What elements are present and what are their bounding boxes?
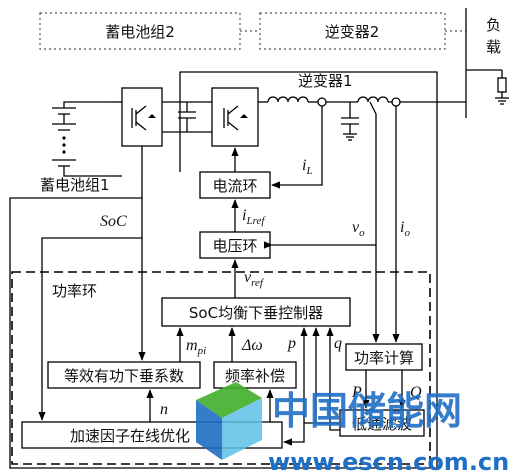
voltage-loop-block xyxy=(199,231,271,259)
lowpass-label: 低通滤波 xyxy=(352,415,412,433)
battery-1-symbol xyxy=(52,101,110,177)
P-label: P xyxy=(351,384,362,401)
soc-label: SoC xyxy=(100,213,127,230)
iL-label: iL xyxy=(302,157,313,177)
power-calc-label: 功率计算 xyxy=(354,349,414,367)
mpi-label: mpi xyxy=(186,337,206,357)
dc-link-capacitor xyxy=(178,102,196,132)
iLref-label: iLref xyxy=(242,207,266,227)
inverter-bridge xyxy=(211,87,259,147)
load-char-2: 载 xyxy=(486,38,501,56)
p-label: p xyxy=(287,335,296,352)
power-loop-label: 功率环 xyxy=(52,282,97,300)
delta-omega-label: Δω xyxy=(241,337,263,354)
dcdc-converter xyxy=(110,87,163,177)
inverter-2-label: 逆变器2 xyxy=(325,23,380,41)
vref-label: vref xyxy=(244,269,265,289)
filter-capacitor xyxy=(341,102,359,141)
inverter-2-block: 逆变器2 xyxy=(259,12,446,50)
voltage-loop-label: 电压环 xyxy=(212,237,257,255)
filter-inductor-2 xyxy=(357,96,389,103)
freq-comp-block xyxy=(213,361,297,389)
load-ground-symbol xyxy=(466,69,509,105)
battery-1-label: 蓄电池组1 xyxy=(40,176,110,194)
vo-label: vo xyxy=(352,219,365,239)
load-char-1: 负 xyxy=(486,16,501,34)
equiv-droop-block xyxy=(47,361,201,389)
dc-bus-return xyxy=(9,176,437,469)
vo-feedback xyxy=(272,101,377,246)
freq-comp-label: 频率补偿 xyxy=(225,367,285,385)
accel-factor-label: 加速因子在线优化 xyxy=(70,427,190,445)
battery-2-block: 蓄电池组2 xyxy=(39,12,241,50)
current-sensor-iL xyxy=(317,97,327,107)
equiv-droop-label: 等效有功下垂系数 xyxy=(64,367,184,385)
lowpass-block xyxy=(339,409,425,437)
inverter-1-frame xyxy=(179,71,438,468)
current-loop-label: 电流环 xyxy=(212,177,257,195)
watermark-main-text: 中国储能网 xyxy=(272,389,462,433)
watermark-url-text: www.escn.com.cn xyxy=(268,448,509,475)
inverter-1-label: 逆变器1 xyxy=(298,72,353,90)
Q-label: Q xyxy=(410,384,422,401)
q-feedback-line xyxy=(326,327,340,431)
io-label: io xyxy=(400,219,410,239)
soc-controller-block xyxy=(161,297,351,327)
soc-controller-label: SoC均衡下垂控制器 xyxy=(189,304,323,322)
iL-feedback xyxy=(271,106,323,189)
q-label: q xyxy=(334,335,342,352)
p-to-accel-arrow xyxy=(283,423,305,446)
watermark: 中国储能网 www.escn.com.cn xyxy=(196,382,509,475)
soc-to-accel-arrow xyxy=(38,198,143,421)
current-sensor-io xyxy=(391,97,401,107)
battery-2-label: 蓄电池组2 xyxy=(105,23,175,41)
filter-inductor-1 xyxy=(267,96,309,103)
watermark-cube-icon xyxy=(196,382,262,460)
power-calc-block xyxy=(345,343,423,371)
n-label: n xyxy=(160,401,168,418)
power-loop-frame xyxy=(11,271,431,465)
